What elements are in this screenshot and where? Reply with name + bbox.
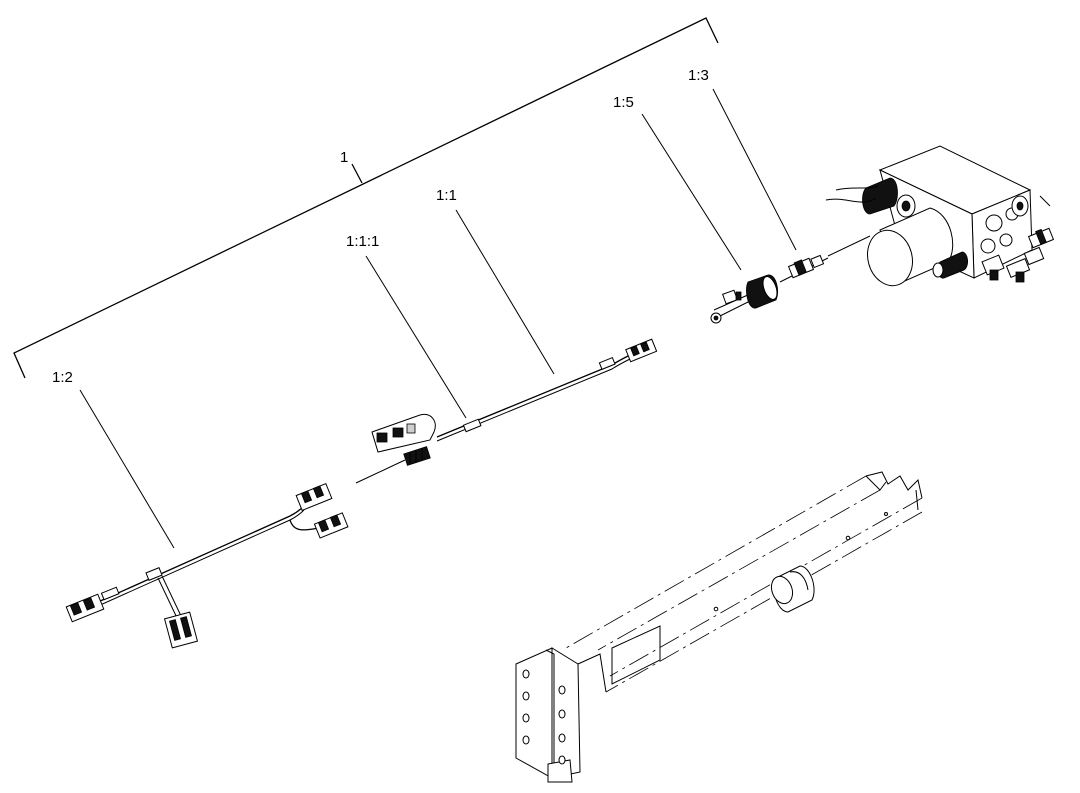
callout-1: 1 <box>340 149 348 166</box>
frame-rail <box>515 471 923 783</box>
hydraulic-valve-block <box>825 145 1055 287</box>
connector-1-2-bottom <box>163 611 199 649</box>
solenoid-coil-1-5 <box>710 274 778 324</box>
assembly-bracket <box>13 17 719 379</box>
callout-1-3: 1:3 <box>688 67 709 84</box>
callout-1-1: 1:1 <box>436 187 457 204</box>
connector-1-1-right <box>625 338 658 363</box>
callout-1-1-1: 1:1:1 <box>346 233 379 250</box>
connector-1-2-top <box>295 482 333 512</box>
wiring-harness-1-1 <box>355 338 658 484</box>
wiring-harness-1-2 <box>65 482 349 649</box>
connector-1-1-1 <box>403 446 431 466</box>
callout-1-2: 1:2 <box>52 369 73 386</box>
leader-lines <box>79 88 797 549</box>
connector-1-2-left <box>65 593 105 623</box>
connector-1-1-left <box>371 413 436 453</box>
connector-1-2-right <box>313 512 349 539</box>
callout-1-5: 1:5 <box>613 94 634 111</box>
valve-cartridge-1-3 <box>779 235 871 283</box>
